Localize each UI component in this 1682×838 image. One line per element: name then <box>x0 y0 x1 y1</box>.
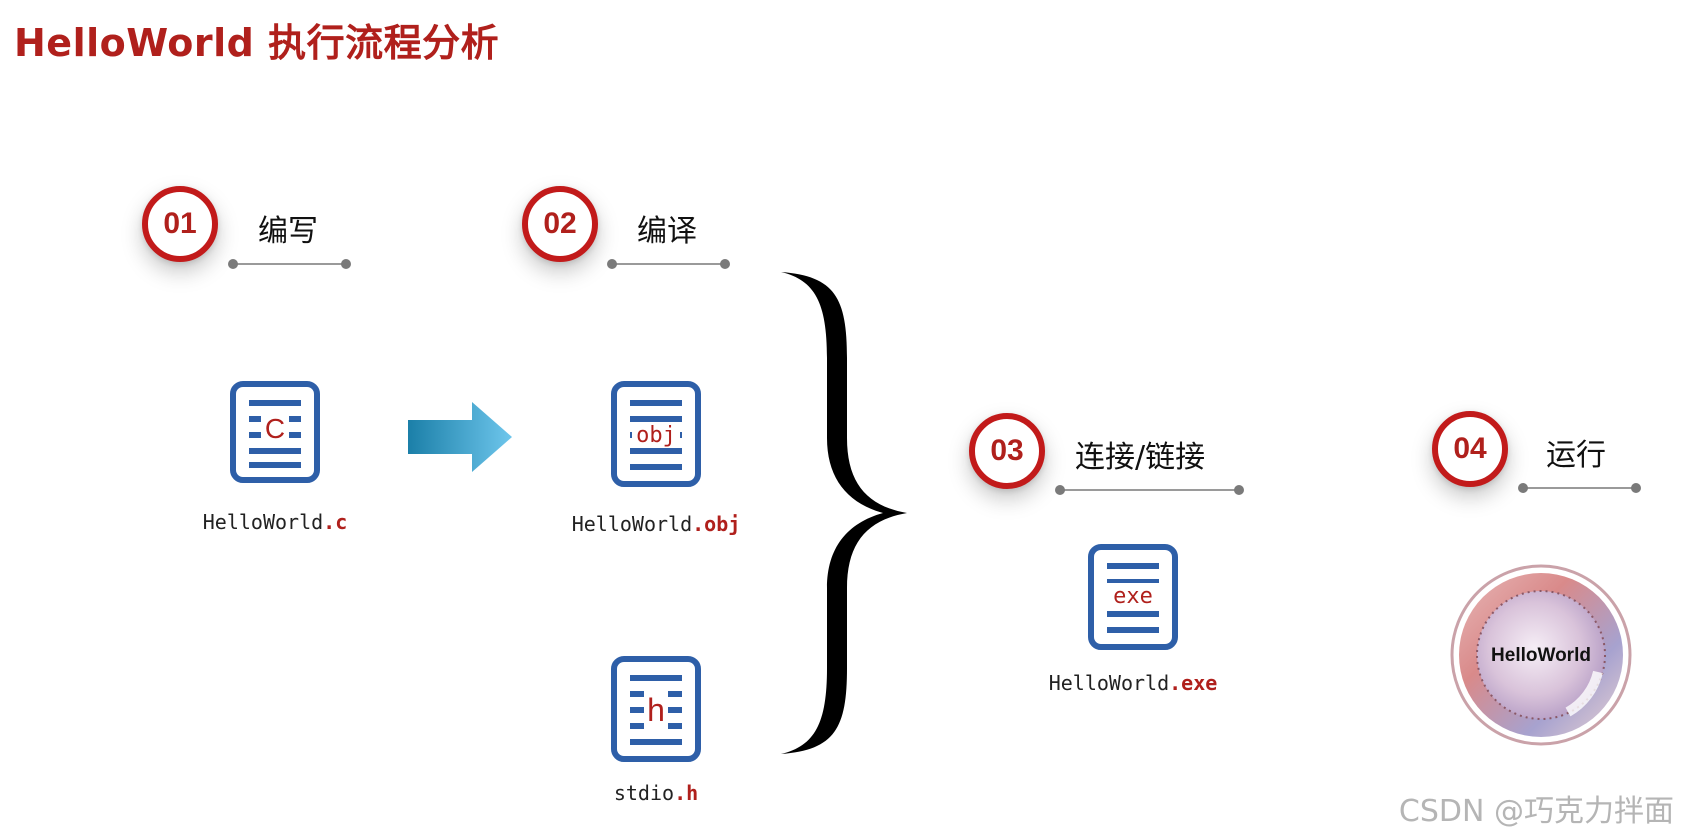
run-logo-text: HelloWorld <box>1491 645 1591 666</box>
watermark: CSDN @巧克力拌面 <box>1398 794 1674 829</box>
step-label: 运行 <box>1546 438 1606 473</box>
document-icon: obj <box>611 381 701 487</box>
document-icon-letter: h <box>647 692 665 728</box>
file-base-name: HelloWorld <box>571 512 693 536</box>
file-base-name: HelloWorld <box>1048 671 1170 695</box>
document-icon-letter: C <box>265 413 285 444</box>
file-header-h: h stdio.h <box>576 655 736 805</box>
helloworld-run-logo: HelloWorld <box>1450 564 1632 746</box>
step-underline <box>1522 487 1636 489</box>
file-extension: .obj <box>692 512 741 536</box>
step-line-dot <box>607 259 617 269</box>
file-name: HelloWorld.c <box>203 510 348 534</box>
document-icon: exe <box>1088 544 1178 650</box>
file-base-name: HelloWorld <box>202 510 324 534</box>
document-icon: C <box>230 381 320 483</box>
document-icon: h <box>611 656 701 762</box>
document-icon-letter: exe <box>1113 584 1153 609</box>
step-badge: 02 <box>522 186 598 262</box>
step-line-dot <box>1631 483 1641 493</box>
step-line-dot <box>1055 485 1065 495</box>
step-label: 编译 <box>637 214 697 249</box>
document-icon-letter: obj <box>636 423 676 448</box>
step-line-dot <box>1234 485 1244 495</box>
step-underline <box>1059 489 1239 491</box>
step-label: 连接/链接 <box>1075 440 1206 475</box>
file-name: stdio.h <box>614 781 698 805</box>
step-badge: 04 <box>1432 411 1508 487</box>
page-title: HelloWorld 执行流程分析 <box>14 21 500 65</box>
step-line-dot <box>720 259 730 269</box>
file-executable-exe: exe HelloWorld.exe <box>1018 543 1248 695</box>
arrow-right-icon <box>408 402 512 472</box>
step-badge: 01 <box>142 186 218 262</box>
file-name: HelloWorld.exe <box>1049 671 1218 695</box>
file-name: HelloWorld.obj <box>572 512 741 536</box>
step-line-dot <box>228 259 238 269</box>
file-extension: .h <box>674 781 699 805</box>
step-underline <box>611 263 725 265</box>
file-source-c: C HelloWorld.c <box>180 380 370 534</box>
step-underline <box>232 263 346 265</box>
step-label: 编写 <box>258 214 318 249</box>
step-line-dot <box>341 259 351 269</box>
file-object-obj: obj HelloWorld.obj <box>546 380 766 536</box>
curly-brace-icon <box>781 272 907 754</box>
file-extension: .exe <box>1169 671 1218 695</box>
step-line-dot <box>1518 483 1528 493</box>
file-extension: .c <box>323 510 348 534</box>
file-base-name: stdio <box>613 781 675 805</box>
step-badge: 03 <box>969 413 1045 489</box>
